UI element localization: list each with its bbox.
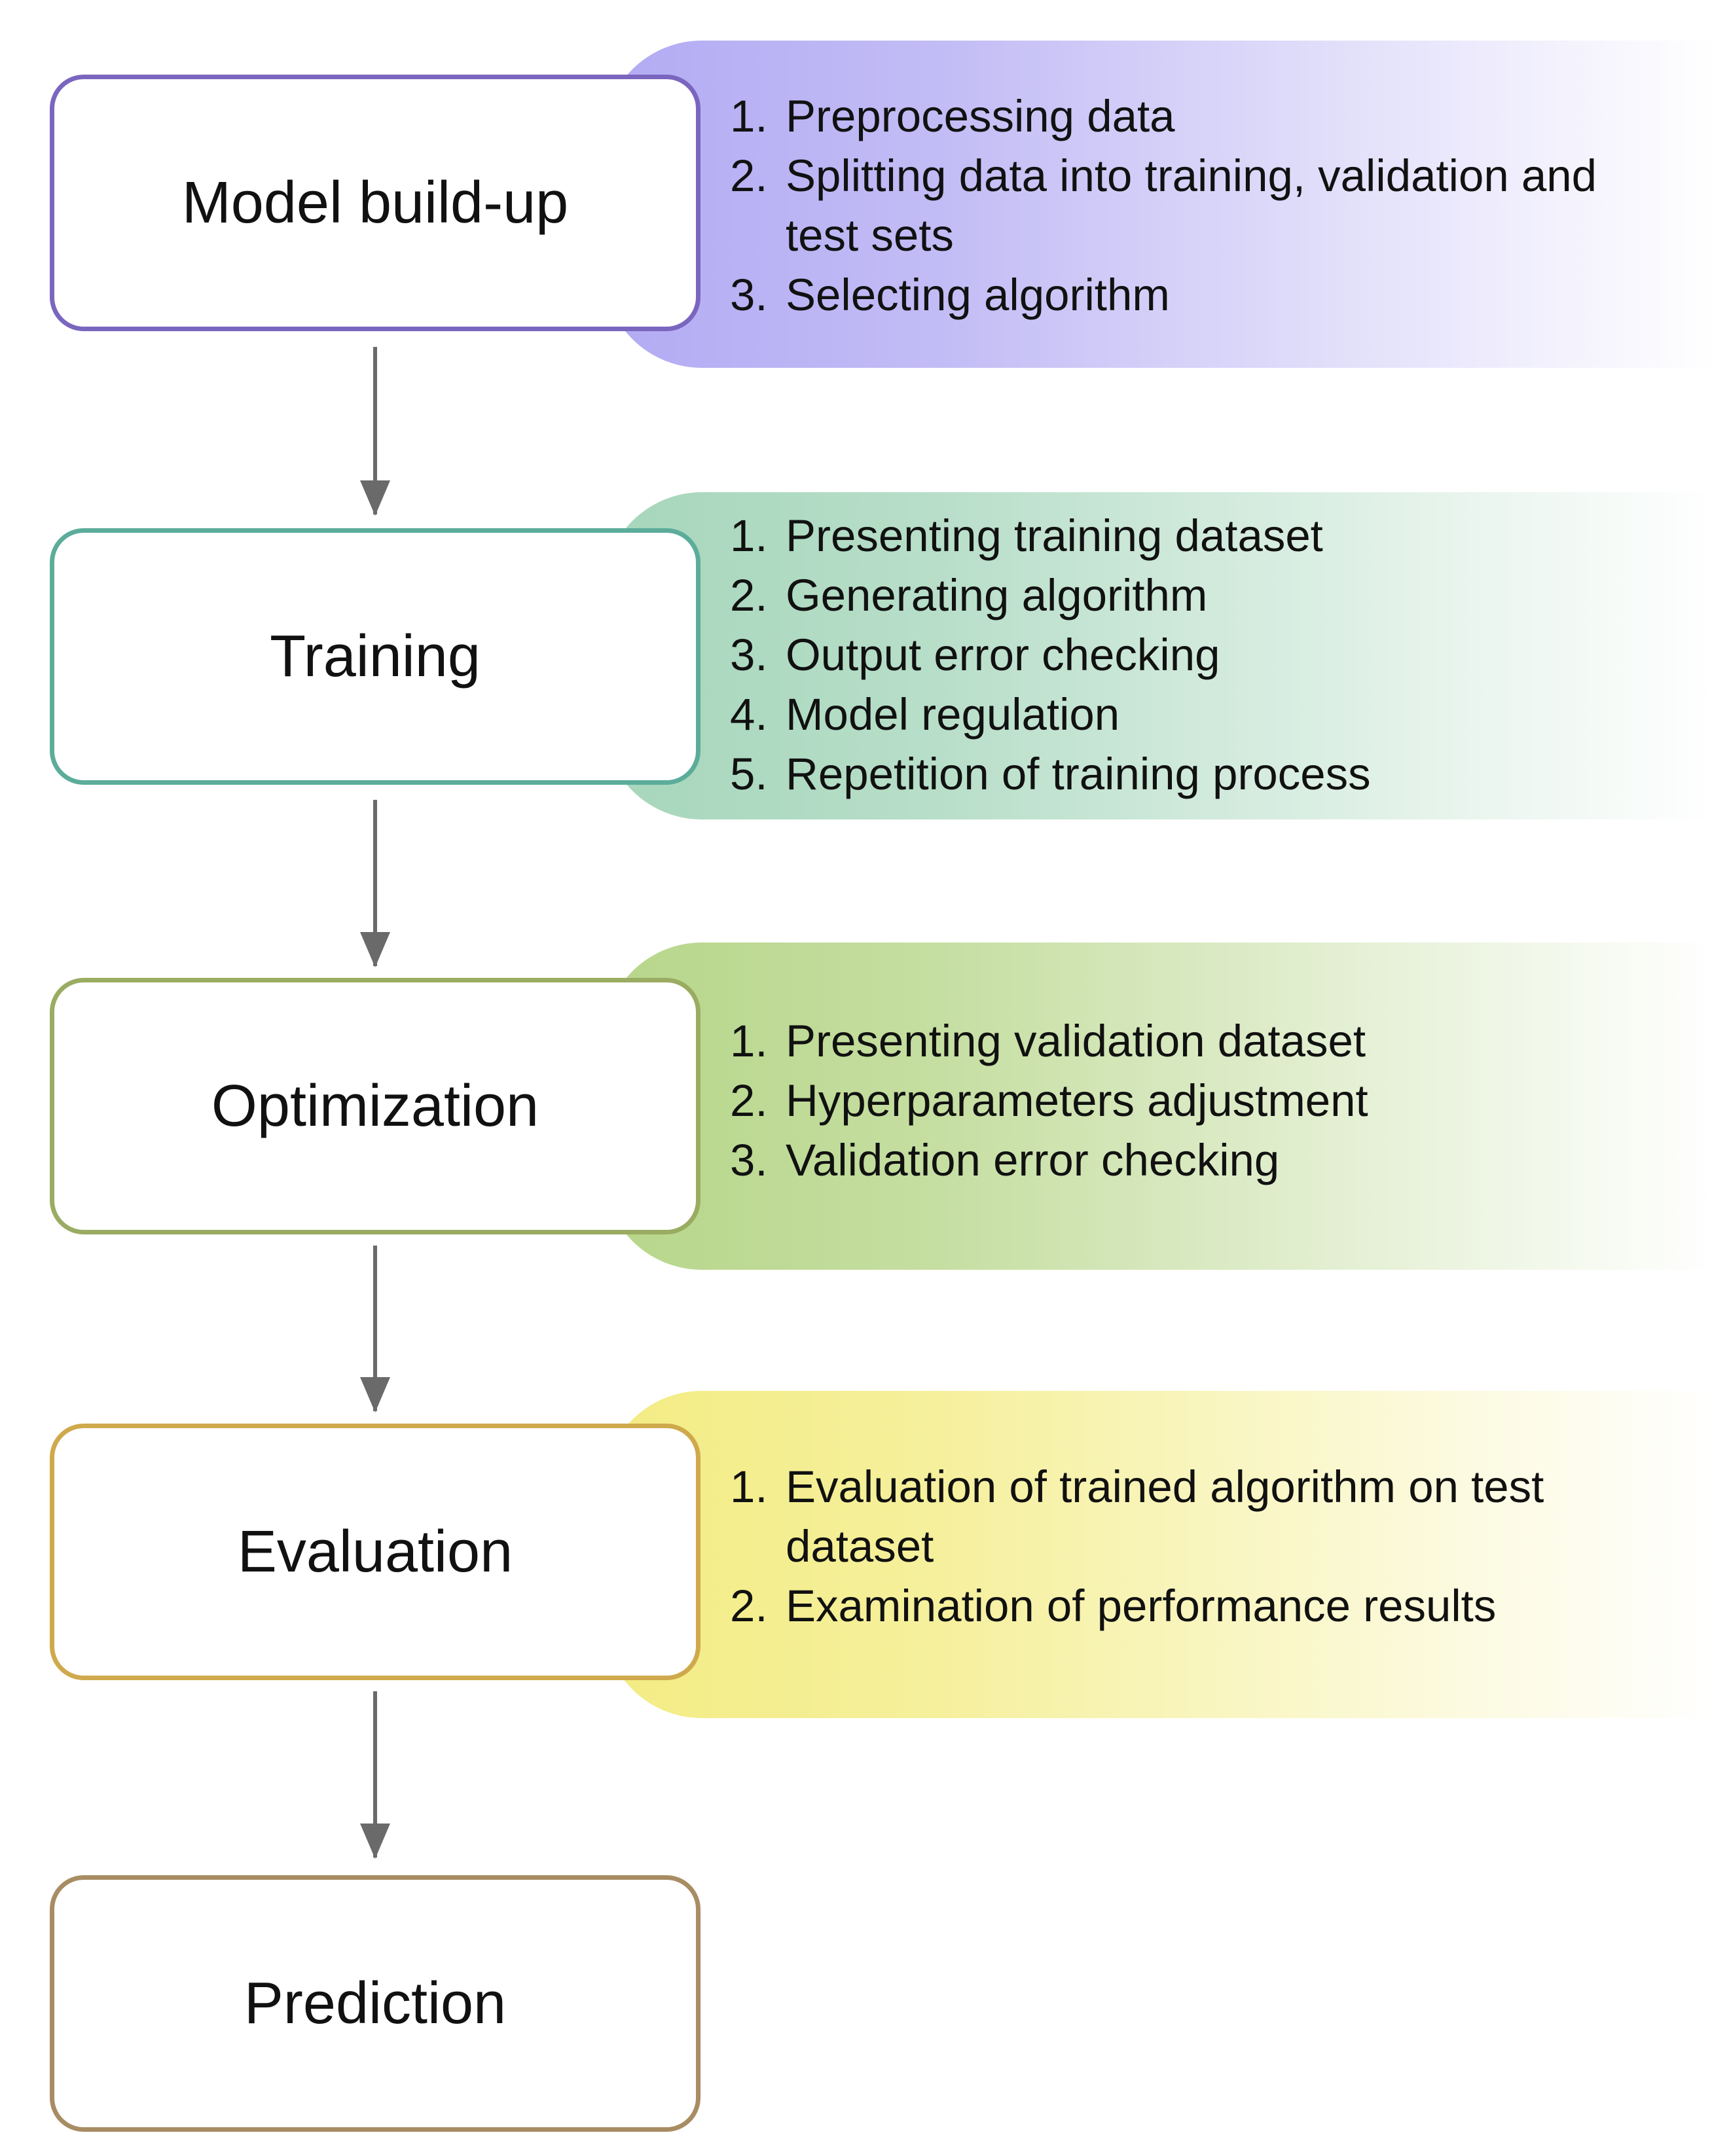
step-number: 5. <box>730 749 768 799</box>
step-item: 3. Selecting algorithm <box>730 265 1699 325</box>
step-number: 2. <box>730 1581 768 1631</box>
step-text: Validation error checking <box>786 1135 1280 1185</box>
step-text: Presenting training dataset <box>786 511 1323 561</box>
step-item: 4. Model regulation <box>730 685 1699 744</box>
step-text: Selecting algorithm <box>786 270 1170 320</box>
arrow-head <box>360 480 390 516</box>
arrow-head <box>360 932 390 967</box>
step-number: 1. <box>730 91 768 141</box>
step-text: Model regulation <box>786 689 1120 740</box>
step-item: 2. Examination of performance results <box>730 1576 1699 1636</box>
model-build-up-steps-panel <box>604 41 1717 368</box>
step-number: 3. <box>730 1135 768 1185</box>
step-item: 1. Presenting training dataset <box>730 506 1699 566</box>
step-item: 1. Preprocessing data <box>730 86 1699 146</box>
step-number: 3. <box>730 270 768 320</box>
step-number: 2. <box>730 1075 768 1126</box>
step-item: 2. Hyperparameters adjustment <box>730 1071 1699 1130</box>
step-number: 1. <box>730 511 768 561</box>
optimization-steps: 1. Presenting validation dataset 2. Hyperp… <box>730 1011 1699 1190</box>
arrow-head <box>360 1824 390 1859</box>
step-item: 5. Repetition of training process <box>730 744 1699 804</box>
stage-optimization: Optimization <box>50 978 701 1234</box>
flow-arrow <box>360 800 390 967</box>
step-item: 3. Output error checking <box>730 625 1699 685</box>
stage-label: Model build-up <box>181 170 569 236</box>
step-number: 1. <box>730 1016 768 1066</box>
step-item: 2. Splitting data into training, validati… <box>730 146 1611 265</box>
stage-label: Evaluation <box>237 1518 513 1585</box>
step-number: 3. <box>730 630 768 680</box>
step-text: Presenting validation dataset <box>786 1016 1366 1066</box>
step-item: 1. Presenting validation dataset <box>730 1011 1699 1071</box>
training-steps: 1. Presenting training dataset 2. Generati… <box>730 506 1699 804</box>
step-text: Splitting data into training, validation… <box>786 151 1597 261</box>
step-number: 2. <box>730 570 768 620</box>
step-item: 3. Validation error checking <box>730 1130 1699 1190</box>
stage-label: Optimization <box>211 1073 539 1139</box>
step-number: 2. <box>730 151 768 201</box>
step-text: Hyperparameters adjustment <box>786 1075 1368 1126</box>
arrow-head <box>360 1377 390 1412</box>
stage-prediction: Prediction <box>50 1875 701 2132</box>
flow-arrow <box>360 347 390 516</box>
step-text: Repetition of training process <box>786 749 1371 799</box>
stage-model-build-up: Model build-up <box>50 75 701 331</box>
flow-arrow <box>360 1691 390 1859</box>
flow-arrow <box>360 1246 390 1412</box>
stage-label: Prediction <box>244 1970 507 2036</box>
step-number: 4. <box>730 689 768 740</box>
step-item: 2. Generating algorithm <box>730 566 1699 625</box>
evaluation-steps-panel <box>604 1391 1717 1718</box>
step-text: Preprocessing data <box>786 91 1175 141</box>
stage-label: Training <box>270 623 481 689</box>
optimization-steps-panel <box>604 943 1717 1270</box>
step-text: Evaluation of trained algorithm on test … <box>786 1462 1544 1572</box>
stage-training: Training <box>50 528 701 785</box>
step-text: Examination of performance results <box>786 1581 1497 1631</box>
model-build-up-steps: 1. Preprocessing data 2. Splitting data in… <box>730 86 1699 325</box>
step-item: 1. Evaluation of trained algorithm on tes… <box>730 1457 1702 1576</box>
evaluation-steps: 1. Evaluation of trained algorithm on tes… <box>730 1457 1699 1636</box>
training-steps-panel <box>604 492 1717 819</box>
step-number: 1. <box>730 1462 768 1512</box>
step-text: Generating algorithm <box>786 570 1208 620</box>
step-text: Output error checking <box>786 630 1220 680</box>
stage-evaluation: Evaluation <box>50 1424 701 1680</box>
